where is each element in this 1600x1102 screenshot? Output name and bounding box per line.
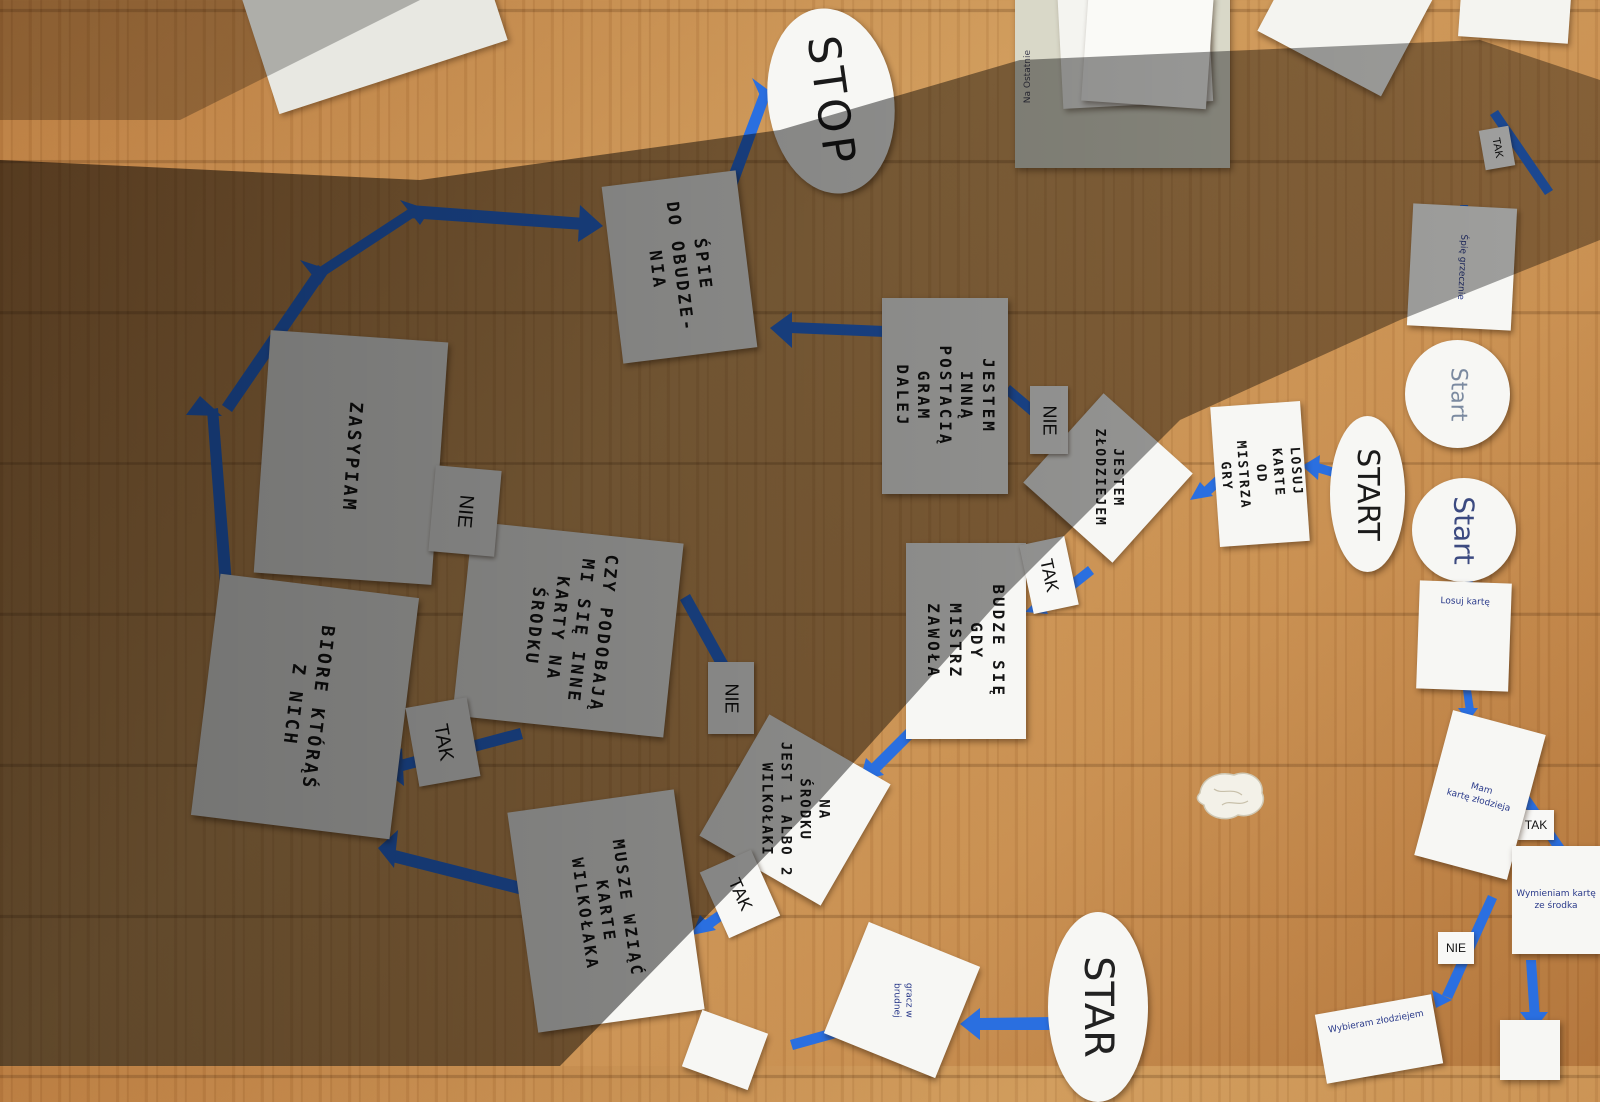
note-bottom-right [1500, 1020, 1560, 1080]
card-zasypiam: ZASYPIAM [253, 330, 449, 585]
note-right-wymieniam: Wymieniam kartę ze środka [1512, 846, 1600, 954]
nie-label-right-bottom: NIE [1438, 932, 1474, 964]
start-oval-right-2: Start [1412, 478, 1516, 582]
note-right-top: Śpię grzecznie [1406, 203, 1518, 331]
card-biore-ktoras: BIORE KTÓRĄŚ Z NICH [190, 573, 420, 840]
card-jestem-inna: JESTEM INNĄ POSTACIĄ GRAM DALEJ [882, 298, 1008, 494]
note-right-losuj: Losuj kartę [1416, 580, 1512, 692]
nie-label-zasypiam: NIE [428, 465, 502, 557]
card-spie: ŚPIE DO OBUDZE- NIA [601, 170, 758, 364]
nie-label-right: NIE [708, 662, 754, 734]
start-oval-main: START [1330, 416, 1405, 572]
card-budze-sie: BUDZE SIĘ GDY MISTRZ ZAWOŁA [906, 543, 1026, 739]
nie-label-jestem: NIE [1030, 386, 1068, 454]
start-oval-right-1: Start [1405, 340, 1510, 448]
card-musze-wziac: MUSZE WZIĄĆ KARTE WILKOŁAKA [507, 789, 705, 1033]
crumpled-tissue [1196, 772, 1265, 820]
start-oval-bottom: STAR [1048, 912, 1148, 1102]
card-losuj: LOSUJ KARTE OD MISTRZA GRY [1210, 401, 1310, 547]
